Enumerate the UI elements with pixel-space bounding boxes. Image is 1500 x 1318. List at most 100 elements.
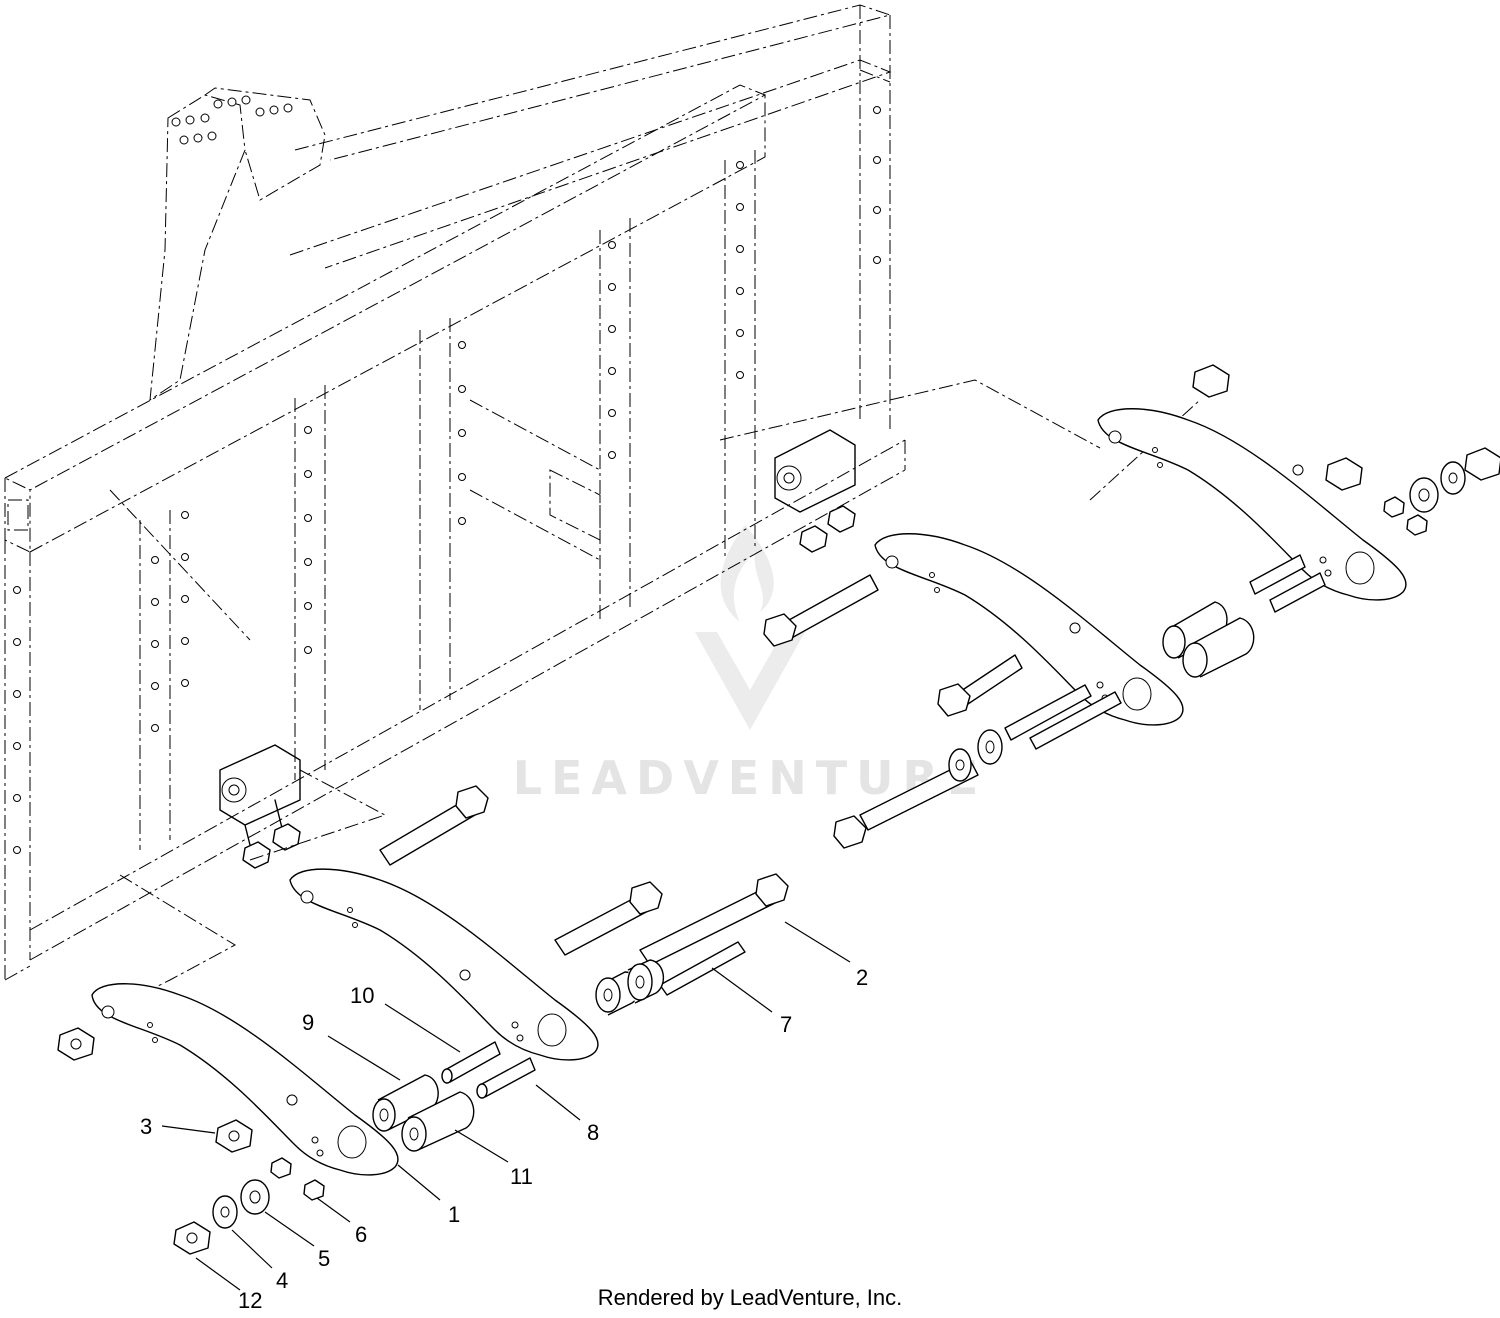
frame-hitch-plate-right (204, 87, 326, 201)
frame-hole (458, 341, 466, 349)
frame-hole (608, 367, 616, 375)
frame-right-post (859, 5, 891, 430)
leader-11 (454, 1129, 509, 1163)
hitch-plate-hole (283, 103, 293, 113)
frame-hole (304, 514, 312, 522)
frame-hitch-plate-left (149, 94, 246, 402)
callout-9: 9 (302, 1010, 314, 1035)
callout-11: 11 (510, 1164, 533, 1189)
pivot-bracket-right (774, 429, 856, 513)
callout-4: 4 (276, 1268, 288, 1293)
right-bolts (763, 574, 1122, 849)
callout-3: 3 (140, 1114, 152, 1139)
right-hardware (1192, 364, 1500, 536)
frame-hole (181, 511, 189, 519)
frame-hole (458, 385, 466, 393)
frame-hole (608, 283, 616, 291)
callout-1: 1 (448, 1202, 460, 1227)
frame-inner-braces (109, 399, 601, 641)
frame-hole (304, 646, 312, 654)
hitch-plate-hole (227, 97, 237, 107)
frame-hole (873, 106, 881, 114)
frame-assembly (4, 4, 906, 981)
frame-hole (304, 426, 312, 434)
leader-1 (397, 1164, 441, 1201)
frame-hole (873, 256, 881, 264)
frame-hole (13, 742, 21, 750)
frame-hole (458, 429, 466, 437)
leader-2 (784, 921, 851, 963)
frame-hole (13, 846, 21, 854)
hitch-plate-hole (193, 133, 203, 143)
leader-8 (535, 1084, 581, 1121)
frame-hole (304, 558, 312, 566)
hitch-plate-hole (255, 107, 265, 117)
callout-12: 12 (238, 1288, 262, 1313)
hitch-plate-hole (213, 99, 223, 109)
frame-hole (873, 156, 881, 164)
right-arm-front (874, 533, 1184, 726)
frame-hole (736, 245, 744, 253)
frame-hole (13, 690, 21, 698)
frame-mid-posts (139, 150, 756, 850)
hitch-plate-hole (207, 131, 217, 141)
leader-3 (161, 1125, 216, 1134)
frame-hole (458, 473, 466, 481)
frame-hole (13, 638, 21, 646)
leader-4 (231, 1229, 273, 1269)
frame-top-beam (4, 84, 767, 553)
hitch-plate-hole (269, 105, 279, 115)
right-spacers (948, 554, 1326, 782)
assembly-guide-lines (119, 379, 1201, 991)
hitch-plate-hole (241, 95, 251, 105)
frame-hole (608, 241, 616, 249)
callout-8: 8 (587, 1120, 599, 1145)
frame-hole (181, 637, 189, 645)
leader-6 (316, 1197, 351, 1223)
pivot-bracket-left (219, 744, 301, 846)
frame-nuts (242, 505, 856, 869)
frame-hole (181, 553, 189, 561)
frame-hole (181, 595, 189, 603)
hitch-plate-hole (200, 113, 210, 123)
frame-hole (151, 724, 159, 732)
frame-hole (736, 329, 744, 337)
callout-2: 2 (856, 965, 868, 990)
right-arm-rear (1097, 408, 1407, 601)
footer-credit: Rendered by LeadVenture, Inc. (598, 1285, 903, 1310)
left-arm-rear (289, 868, 599, 1061)
left-bolts (379, 785, 789, 996)
frame-lower-rail (29, 439, 906, 961)
leader-7 (711, 967, 773, 1013)
frame-left-post (4, 540, 31, 981)
hitch-plate-hole (171, 117, 181, 127)
callout-labels: 1 2 3 4 5 6 7 8 9 10 11 12 (140, 965, 868, 1313)
leader-9 (327, 1035, 401, 1081)
frame-hole (458, 517, 466, 525)
leader-5 (264, 1211, 315, 1247)
left-pins-bushings (372, 1041, 536, 1152)
frame-hole (736, 287, 744, 295)
frame-hole (736, 371, 744, 379)
frame-hole (151, 598, 159, 606)
hitch-plate-hole (185, 115, 195, 125)
frame-holes (13, 95, 881, 854)
frame-hole (151, 556, 159, 564)
hitch-plate-hole (179, 135, 189, 145)
frame-hole (13, 794, 21, 802)
callout-7: 7 (780, 1012, 792, 1037)
frame-hole (608, 451, 616, 459)
frame-hole (608, 325, 616, 333)
frame-hole (304, 602, 312, 610)
frame-hole (736, 203, 744, 211)
leadventure-flame-logo (695, 525, 805, 730)
frame-hole (304, 470, 312, 478)
frame-rear-beam (289, 4, 892, 269)
frame-hole (736, 161, 744, 169)
frame-beam-end (7, 499, 29, 531)
frame-hole (181, 679, 189, 687)
left-arm-front (91, 983, 399, 1176)
frame-hole (151, 682, 159, 690)
frame-hole (151, 640, 159, 648)
